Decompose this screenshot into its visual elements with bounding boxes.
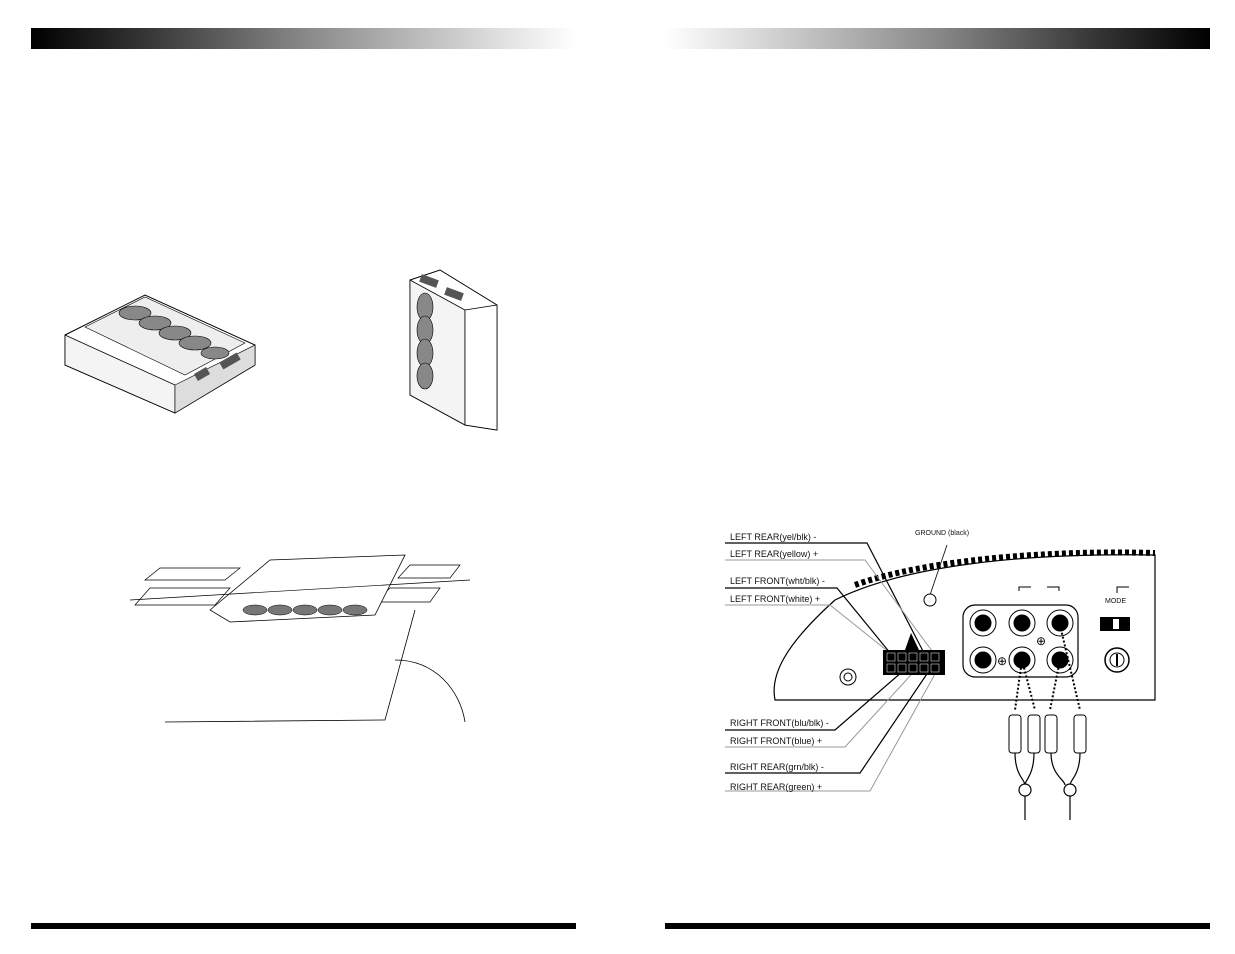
label-right-rear-positive: RIGHT REAR(green) +	[730, 782, 823, 792]
label-left-front-negative: LEFT FRONT(wht/blk) -	[730, 576, 825, 586]
footer-bar-right	[665, 923, 1210, 929]
label-right-rear-negative: RIGHT REAR(grn/blk) -	[730, 762, 824, 772]
header-gradient-bar-left	[31, 28, 576, 49]
label-left-rear-negative: LEFT REAR(yel/blk) -	[730, 532, 817, 542]
header-gradient-bar-right	[665, 28, 1210, 49]
svg-text:⊕: ⊕	[1036, 634, 1046, 648]
label-right-front-positive: RIGHT FRONT(blue) +	[730, 736, 823, 746]
footer-bar-left	[31, 923, 576, 929]
amplifier-flat-illustration	[64, 294, 256, 414]
label-mode: MODE	[1105, 598, 1126, 605]
label-left-rear-positive: LEFT REAR(yellow) +	[730, 549, 819, 559]
svg-text:⊕: ⊕	[997, 654, 1007, 668]
label-ground: GROUND (black)	[915, 530, 970, 537]
label-right-front-negative: RIGHT FRONT(blu/blk) -	[730, 718, 829, 728]
amplifier-vertical-illustration	[409, 269, 498, 431]
wiring-diagram: ⊕ ⊕	[725, 542, 1156, 820]
trunk-installation-illustration	[129, 554, 471, 723]
label-left-front-positive: LEFT FRONT(white) +	[730, 594, 821, 604]
